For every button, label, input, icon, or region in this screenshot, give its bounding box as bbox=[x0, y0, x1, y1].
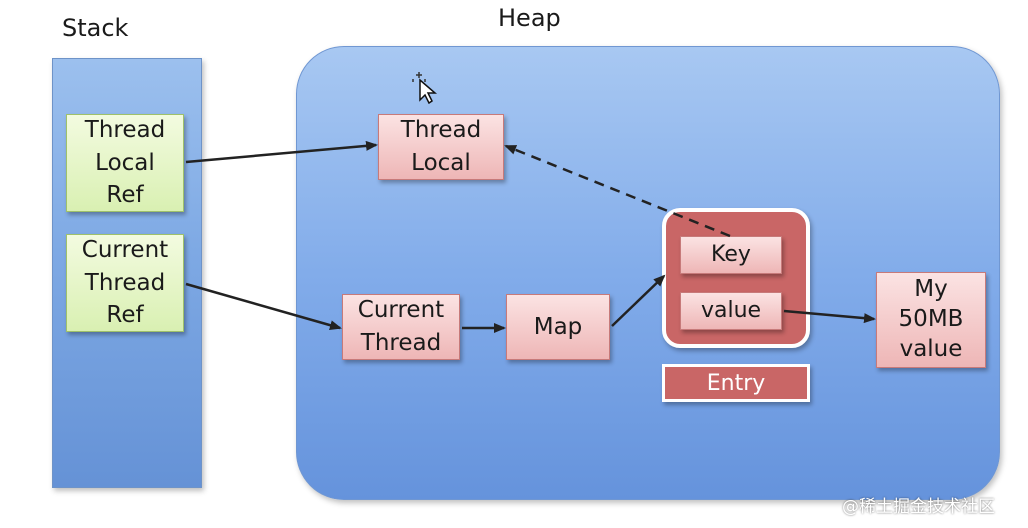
stack-title: Stack bbox=[62, 14, 129, 42]
map-box: Map bbox=[506, 294, 610, 360]
entry-label: Entry bbox=[662, 364, 810, 402]
value-object-box: My 50MB value bbox=[876, 272, 986, 368]
arrow-currentthreadref-to-currentthread bbox=[185, 282, 342, 331]
watermark-text: @稀土掘金技术社区 bbox=[842, 497, 995, 517]
threadlocal-box: Thread Local bbox=[378, 114, 504, 180]
arrow-threadlocalref-to-threadlocal bbox=[185, 140, 378, 164]
heap-title: Heap bbox=[498, 4, 561, 32]
arrow-map-to-entry bbox=[611, 274, 666, 327]
threadlocal-ref-box: Thread Local Ref bbox=[66, 114, 184, 212]
entry-key-box: Key bbox=[680, 236, 782, 274]
entry-value-box: value bbox=[680, 292, 782, 330]
arrow-value-to-object bbox=[783, 309, 876, 324]
arrow-key-to-threadlocal-weak bbox=[504, 144, 731, 238]
currentthread-box: Current Thread bbox=[342, 294, 460, 360]
move-cursor-icon bbox=[412, 72, 438, 104]
currentthread-ref-box: Current Thread Ref bbox=[66, 234, 184, 332]
